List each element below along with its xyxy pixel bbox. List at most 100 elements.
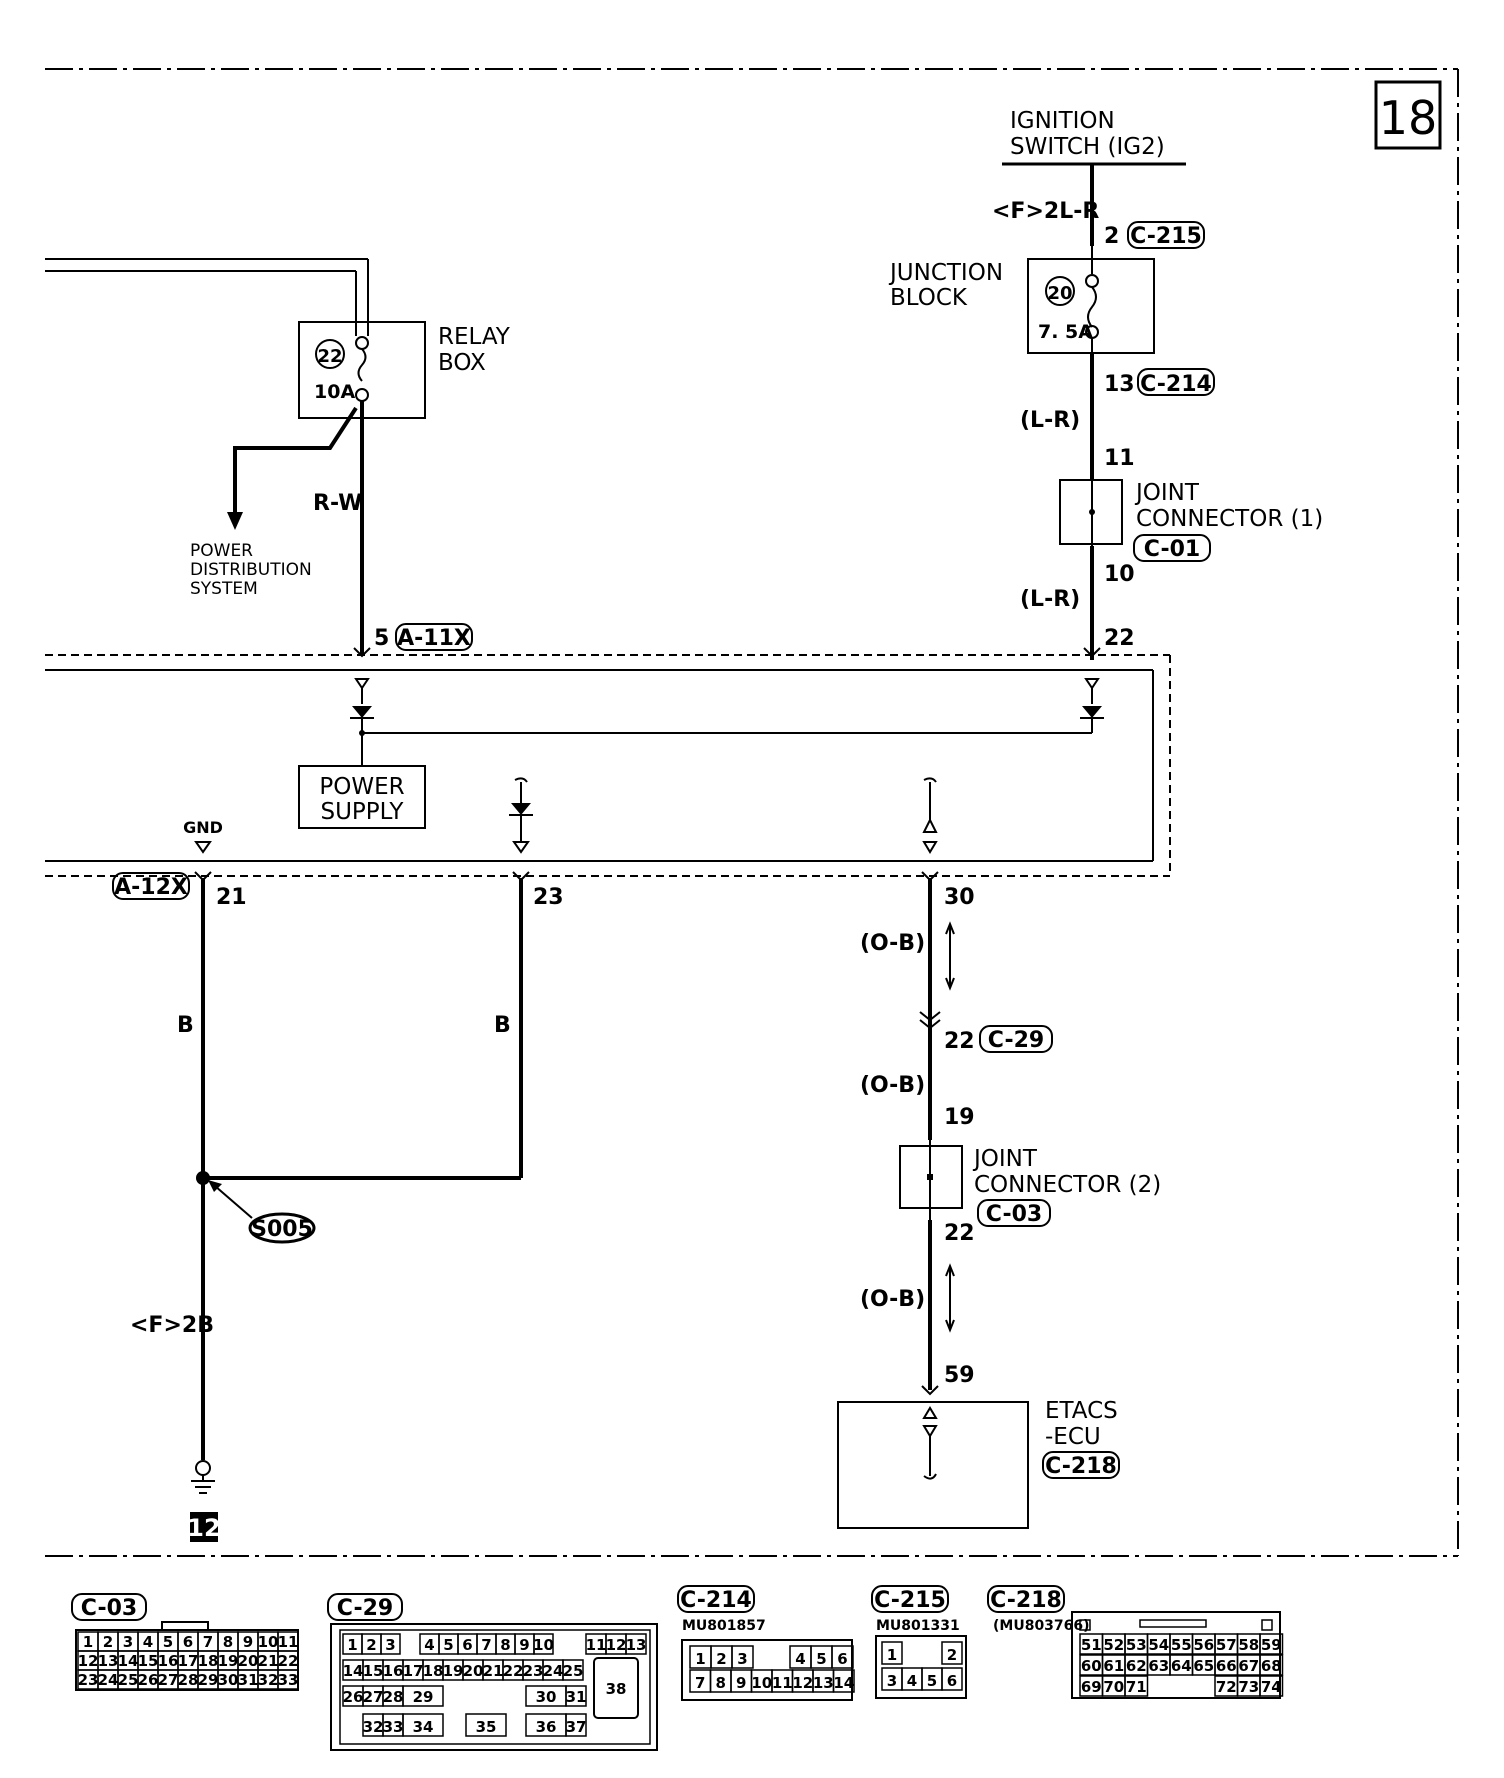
connector-cavity — [881, 1641, 903, 1665]
connector-pin-number: 26 — [343, 1688, 364, 1706]
connector-pin-number: 4 — [907, 1672, 917, 1690]
connector-pin-number: 1 — [695, 1650, 705, 1668]
fuse-icon-relay — [315, 339, 345, 369]
connector-pin-number: 34 — [413, 1718, 434, 1736]
code-c29: C-29 — [988, 1028, 1044, 1053]
diagram-frame — [45, 68, 1459, 1557]
connector-pin-number: 11 — [772, 1674, 793, 1692]
connector-pin-number: 22 — [278, 1652, 299, 1670]
connector-pin-number: 11 — [278, 1633, 299, 1651]
power-supply-label: POWER — [319, 774, 404, 800]
connector-pin-number: 13 — [626, 1636, 647, 1654]
svg-text:C-29: C-29 — [337, 1596, 393, 1621]
connector-pin-number: 52 — [1103, 1636, 1124, 1654]
connector-pin-number: 73 — [1238, 1678, 1259, 1696]
connector-pin-number: 17 — [178, 1652, 199, 1670]
connector-pin-number: 62 — [1126, 1657, 1147, 1675]
connector-pin-number: 14 — [343, 1662, 364, 1680]
pin-jc2-out: 22 — [944, 1221, 975, 1246]
connector-pin-number: 37 — [566, 1718, 587, 1736]
connector-pin-number: 19 — [218, 1652, 239, 1670]
connector-pin-number: 13 — [813, 1674, 834, 1692]
connector-pin-number: 32 — [363, 1718, 384, 1736]
connector-pin-number: 5 — [443, 1636, 453, 1654]
relay-box-label: RELAY — [438, 324, 511, 350]
connector-pin-number: 9 — [243, 1633, 253, 1651]
connector-pin-number: 70 — [1103, 1678, 1124, 1696]
connector-pin-number: 27 — [363, 1688, 384, 1706]
connector-pin-number: 18 — [423, 1662, 444, 1680]
ground-ref: 12 — [187, 1514, 220, 1542]
pin-gnd23: 23 — [533, 885, 564, 910]
connector-pin-number: 8 — [716, 1674, 726, 1692]
connector-pin-number: 3 — [123, 1633, 133, 1651]
connector-pin-number: 2 — [716, 1650, 726, 1668]
wire-gnd-main: <F>2B — [130, 1313, 214, 1338]
connector-pin-number: 20 — [238, 1652, 259, 1670]
connector-cavity — [533, 1633, 554, 1655]
wire-gnd-left: B — [177, 1013, 194, 1038]
connector-pin-number: 5 — [816, 1650, 826, 1668]
page-number-box — [1374, 80, 1442, 150]
pin-gnd21: 21 — [216, 885, 247, 910]
connector-pin-number: 22 — [503, 1662, 524, 1680]
connector-pin-number: 33 — [278, 1671, 299, 1689]
connector-pin-number: 19 — [443, 1662, 464, 1680]
connector-pin-number: 30 — [536, 1688, 557, 1706]
connector-pin-number: 56 — [1193, 1636, 1214, 1654]
connector-pin-number: 7 — [481, 1636, 491, 1654]
wire-ob-1: (O-B) — [860, 931, 925, 956]
fuse-icon — [1045, 276, 1075, 306]
relay-fuse-rating: 10A — [314, 381, 355, 403]
connector-cavity — [1259, 1633, 1284, 1655]
connector-pin-number: 4 — [795, 1650, 805, 1668]
wire-relay-out: R-W — [313, 491, 362, 516]
connector-pin-number: 14 — [833, 1674, 854, 1692]
connector-pin-number: 32 — [258, 1671, 279, 1689]
connector-pin-number: 12 — [78, 1652, 99, 1670]
connector-pin-number: 23 — [78, 1671, 99, 1689]
connector-pin-number: 57 — [1216, 1636, 1237, 1654]
connector-pin-number: 9 — [519, 1636, 529, 1654]
code-c218-etacs: C-218 — [1045, 1454, 1117, 1479]
power-supply-label-2: SUPPLY — [321, 799, 405, 825]
pin-jc2-in: 19 — [944, 1105, 975, 1130]
connector-pin-number: 63 — [1148, 1657, 1169, 1675]
connector-pin-number: 1 — [83, 1633, 93, 1651]
pin-c29: 22 — [944, 1029, 975, 1054]
pin-ecu-lr: 22 — [1104, 626, 1135, 651]
svg-text:C-215: C-215 — [874, 1588, 946, 1613]
connector-pin-number: 1 — [887, 1646, 897, 1664]
connector-pin-number: 55 — [1171, 1636, 1192, 1654]
connector-cavity — [831, 1645, 854, 1669]
pin-c214: 13 — [1104, 372, 1135, 397]
svg-text:MU801331: MU801331 — [876, 1618, 960, 1634]
wire-ob-3: (O-B) — [860, 1287, 925, 1312]
svg-text:(MU803766): (MU803766) — [993, 1618, 1090, 1634]
splice-s005 — [248, 1212, 316, 1244]
connector-pin-number: 21 — [258, 1652, 279, 1670]
connector-pin-number: 66 — [1216, 1657, 1237, 1675]
connector-pin-number: 67 — [1238, 1657, 1259, 1675]
pin-etacs: 59 — [944, 1363, 975, 1388]
connector-pin-number: 24 — [543, 1662, 564, 1680]
connector-pin-number: 2 — [947, 1646, 957, 1664]
code-c214: C-214 — [1140, 372, 1212, 397]
connector-pin-number: 3 — [385, 1636, 395, 1654]
relay-box-label-2: BOX — [438, 350, 486, 376]
pin-jc1-out: 10 — [1104, 562, 1135, 587]
connector-cavity — [562, 1659, 584, 1681]
connector-pin-number: 2 — [366, 1636, 376, 1654]
connector-pin-number: 16 — [383, 1662, 404, 1680]
wire-ig-feed: <F>2L-R — [992, 199, 1099, 224]
joint-connector-2-label-2: CONNECTOR (2) — [974, 1172, 1161, 1198]
connector-pin-number: 31 — [238, 1671, 259, 1689]
splice-label: S005 — [251, 1217, 313, 1242]
connector-pin-number: 15 — [363, 1662, 384, 1680]
wire-lr-upper: (L-R) — [1020, 408, 1080, 433]
